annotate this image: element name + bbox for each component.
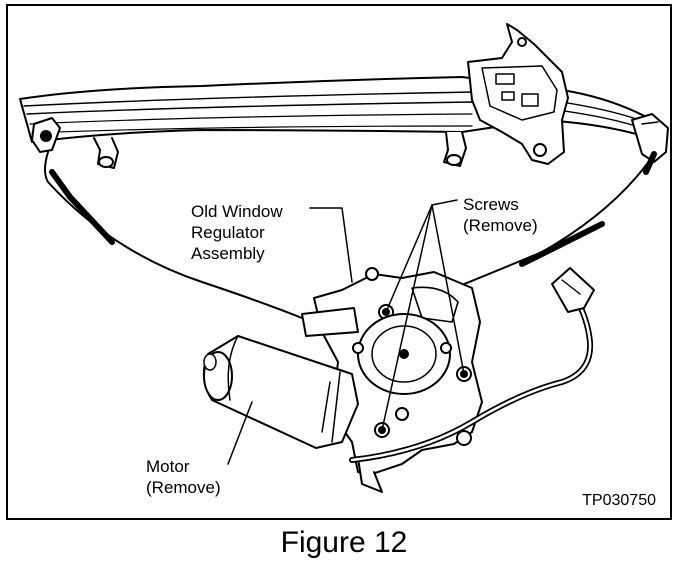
mounting-tab [93,131,467,169]
regulator-assembly [301,267,483,493]
motor-label: Motor (Remove) [146,457,221,497]
upper-bracket [467,23,569,165]
rail-end-right [631,113,669,163]
figure-frame: Old Window Regulator Assembly Screws (Re… [6,4,672,520]
window-regulator-illustration [19,23,669,493]
screws-label: Screws (Remove) [463,195,538,235]
motor [202,335,359,449]
figure-caption: Figure 12 [280,526,408,559]
electrical-connector [551,267,595,313]
wire-harness [349,295,594,463]
old-window-regulator-label: Old Window Regulator Assembly [191,202,283,263]
figure-id: TP030750 [582,492,656,509]
rail-end-left [31,117,61,153]
leader-line [227,199,465,465]
